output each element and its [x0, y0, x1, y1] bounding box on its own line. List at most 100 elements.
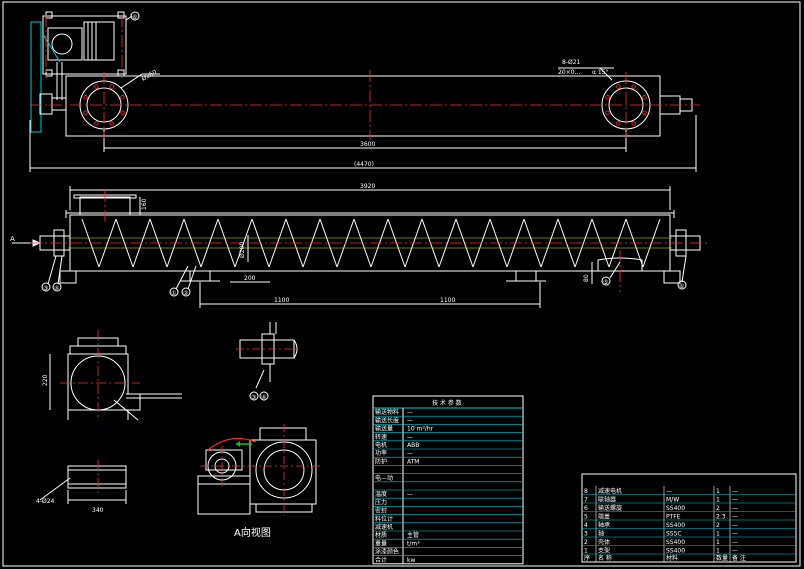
leader-callout — [57, 255, 63, 285]
callout-right-a: ⑤ — [603, 279, 608, 286]
flight-segment — [353, 218, 372, 268]
flight-back-segment — [438, 218, 457, 268]
gearbox-circle — [51, 33, 73, 55]
flight-back-segment — [574, 218, 593, 268]
drive-link — [43, 35, 61, 63]
bom-cell-name: 支架 — [598, 547, 610, 555]
spec-row-value: kw — [407, 557, 415, 564]
bom-cell-name: 壳体 — [598, 538, 610, 546]
callouts: ⑥ ③ ④ ① ② ⑤ ⑥ ③ ④ — [41, 11, 687, 401]
bom-cell-qty: 1 — [716, 539, 720, 546]
left-shaft-box — [51, 97, 67, 111]
leader-bottom-holes — [39, 477, 71, 501]
dim-4470: (4470) — [354, 161, 374, 168]
a-view-indicator-head — [236, 441, 240, 447]
bom-cell-note: — — [732, 531, 738, 538]
callout-left-b: ④ — [54, 285, 59, 292]
spec-row-value: ABB — [407, 442, 419, 449]
leader-end — [113, 399, 139, 421]
callout-mid-b: ② — [183, 290, 189, 297]
bom-header-qty: 数量 — [716, 554, 728, 562]
bolt-hole — [642, 110, 647, 115]
callout-circle — [181, 287, 191, 297]
spec-row-label: 输送量 — [375, 425, 393, 433]
view-arrow-label: A — [10, 235, 15, 243]
callout-detail-b: ④ — [261, 394, 266, 401]
a-view-chain — [207, 437, 257, 451]
spec-row-value: — — [407, 409, 413, 416]
spec-row-label: 压力 — [375, 498, 387, 506]
bom-cell-name: 减速电机 — [598, 487, 622, 495]
callout-detail-a: ③ — [251, 394, 256, 401]
end-centerlines — [60, 330, 140, 494]
bom-cell-note: — — [732, 497, 738, 504]
callout-circle — [677, 280, 687, 290]
dim-160: 160 — [141, 198, 148, 210]
motor-bolt — [117, 11, 125, 19]
bom-cell-spec: M/W — [666, 497, 679, 504]
support-leg-right — [663, 270, 681, 284]
bolt-hole — [83, 110, 88, 115]
spec-row-label: 电机 — [375, 441, 387, 449]
bolt-hole — [616, 84, 621, 89]
spec-row-label: 输送长度 — [375, 416, 399, 424]
callout-circle — [130, 11, 140, 21]
leader-callout — [681, 255, 687, 283]
spec-row-label: 输送物料 — [375, 408, 399, 416]
spec-row-value: — — [407, 434, 413, 441]
dim-hole-spec: 8-Ø21 — [562, 59, 581, 66]
flight-back-segment — [200, 218, 219, 268]
bom-cell-qty: 2 — [716, 505, 720, 512]
spec-row-value: — — [407, 491, 413, 498]
bom-cell-spec: SS400 — [666, 522, 685, 529]
leader-detail — [255, 369, 265, 389]
motor-body — [83, 21, 115, 61]
dim-bottom-holes: 4-Ø24 — [36, 498, 55, 505]
bom-cell-qty: 1 — [716, 488, 720, 495]
bom-cell-no: 6 — [584, 505, 588, 512]
spec-row-label: 重量 — [375, 539, 387, 547]
bom-cell-name: 输送螺旋 — [598, 504, 622, 512]
callout-circle — [169, 287, 179, 297]
spec-row-label: 功率 — [375, 449, 387, 457]
spec-row-label: 转速 — [375, 433, 387, 441]
flight-back-segment — [540, 218, 559, 268]
callout-circle — [601, 276, 611, 286]
bom-cell-note: — — [732, 548, 738, 555]
side-centerlines — [30, 190, 710, 292]
spec-row-label: 防护 — [375, 457, 387, 465]
bom-cell-name: 轴 — [598, 530, 604, 538]
callout-mid-a: ① — [171, 290, 176, 297]
bom-cell-no: 4 — [584, 522, 588, 529]
callout-circle — [41, 282, 51, 292]
bom-cell-spec: SS5C — [666, 531, 682, 538]
a-view-inlet — [259, 427, 307, 441]
flight-segment — [455, 218, 474, 268]
dim-340: 340 — [92, 507, 104, 514]
bom-cell-spec: — — [666, 488, 672, 495]
spec-table-frame — [372, 395, 524, 565]
leader-diameter — [120, 73, 143, 89]
bom-cell-qty: 2.3 — [716, 514, 726, 521]
spec-row-value: 10 m³/hr — [407, 426, 434, 433]
dim-pitch: 200 — [244, 275, 256, 282]
spec-row-value: — — [407, 450, 413, 457]
bolt-hole — [605, 110, 610, 115]
a-view-centerlines — [200, 424, 320, 516]
bom-cell-note: — — [732, 522, 738, 529]
motor-bolt — [45, 69, 53, 77]
bolt-hole — [94, 84, 99, 89]
bom-cell-no: 3 — [584, 531, 588, 538]
spec-table-title: 技 术 参 数 — [432, 399, 462, 407]
bolt-hole — [94, 121, 99, 126]
leader-holes — [599, 67, 613, 81]
flight-segment — [319, 218, 338, 268]
bom-cell-spec: SS400 — [666, 548, 685, 555]
a-view-gearbox-frame — [205, 449, 243, 471]
bolt-hole — [109, 84, 114, 89]
top-view — [29, 11, 697, 172]
callout-left-a: ③ — [43, 285, 48, 292]
leader-callout — [47, 255, 57, 285]
